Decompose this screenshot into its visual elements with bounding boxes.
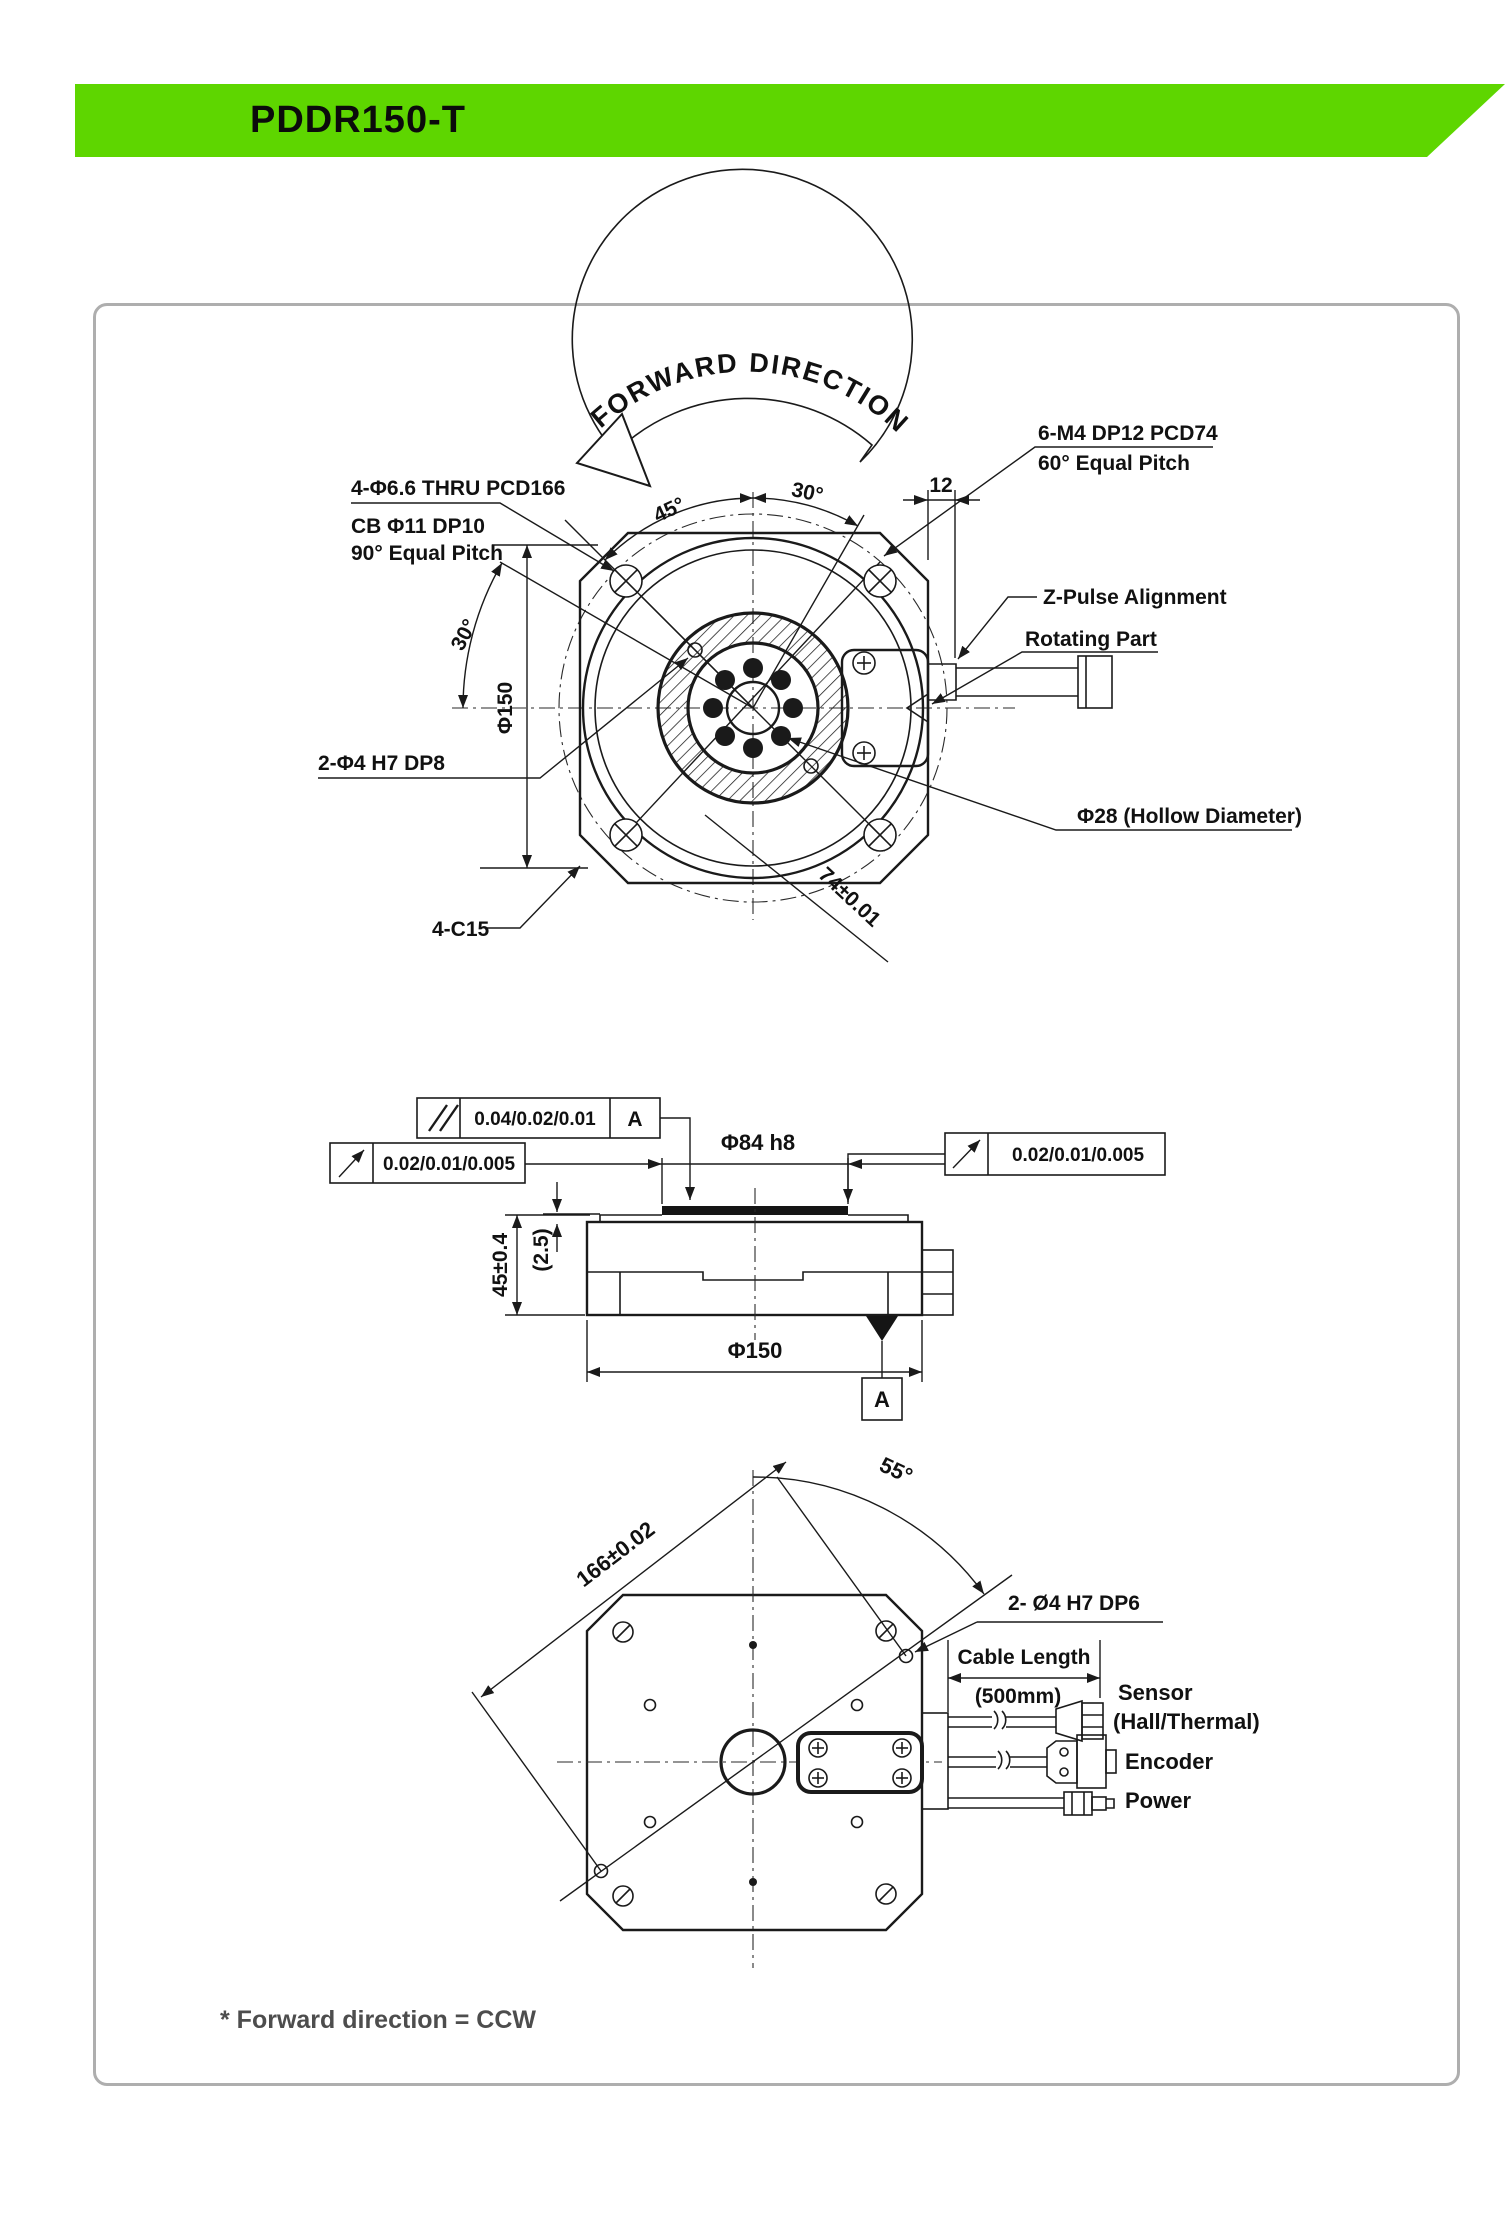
label-thru-hole-2: CB Φ11 DP10 xyxy=(351,515,485,538)
label-offset-12: 12 xyxy=(929,474,952,497)
parallelism-value: 0.04/0.02/0.01 xyxy=(474,1109,596,1130)
runout-left-value: 0.02/0.01/0.005 xyxy=(383,1154,515,1175)
label-thru-hole-3: 90° Equal Pitch xyxy=(351,542,503,565)
title-banner: PDDR150-T xyxy=(75,84,1505,157)
label-dia-150-side: Φ150 xyxy=(728,1338,783,1363)
label-encoder: Encoder xyxy=(1125,1749,1213,1774)
label-height-45: 45±0.4 xyxy=(489,1233,512,1297)
label-pin-bottom: 2- Ø4 H7 DP6 xyxy=(1008,1592,1140,1615)
label-tap-1: 6-M4 DP12 PCD74 xyxy=(1038,422,1218,445)
runout-icon xyxy=(952,1139,981,1169)
label-cable-value: (500mm) xyxy=(975,1685,1061,1708)
hollow-bore xyxy=(725,680,781,736)
parallelism-datum: A xyxy=(627,1108,642,1131)
label-cable-length: Cable Length xyxy=(957,1646,1090,1669)
datum-a-label: A xyxy=(874,1387,890,1412)
rotor-hatch-ring xyxy=(658,613,848,803)
label-chamfer: 4-C15 xyxy=(432,918,490,941)
label-dim-74: 74±0.01 xyxy=(814,863,885,932)
plate-screws xyxy=(808,1738,912,1788)
label-plate-25: (2.5) xyxy=(530,1228,553,1271)
label-sensor: Sensor xyxy=(1118,1680,1193,1705)
label-rotating-part: Rotating Part xyxy=(1025,628,1157,651)
label-power: Power xyxy=(1125,1788,1191,1813)
label-dia-84: Φ84 h8 xyxy=(721,1130,795,1155)
top-view-drawing: FORWARD DIRECTION xyxy=(318,168,1302,963)
forward-direction-label: FORWARD DIRECTION xyxy=(585,348,913,439)
svg-text:FORWARD DIRECTION: FORWARD DIRECTION xyxy=(585,348,915,439)
ccw-arrowhead-icon xyxy=(575,412,652,488)
label-hollow: Φ28 (Hollow Diameter) xyxy=(1077,805,1302,828)
label-dia-150-top: Φ150 xyxy=(494,682,517,734)
label-tap-2: 60° Equal Pitch xyxy=(1038,452,1190,475)
forward-direction-note: * Forward direction = CCW xyxy=(220,2006,537,2034)
label-pin-top: 2-Φ4 H7 DP8 xyxy=(318,752,445,775)
drawing-frame xyxy=(93,303,1460,2086)
label-z-pulse: Z-Pulse Alignment xyxy=(1043,586,1227,609)
runout-icon xyxy=(338,1149,365,1178)
datum-triangle-icon xyxy=(866,1316,898,1341)
label-thru-hole-1: 4-Φ6.6 THRU PCD166 xyxy=(351,477,565,500)
runout-right-value: 0.02/0.01/0.005 xyxy=(1012,1145,1144,1166)
label-angle-55: 55° xyxy=(876,1452,917,1489)
bottom-view-drawing: 55° 166±0.02 2- Ø4 H7 DP6 Cable Length (… xyxy=(471,1452,1260,1968)
label-sensor-sub: (Hall/Thermal) xyxy=(1113,1709,1260,1734)
hub-screws xyxy=(703,658,803,758)
label-dim-166: 166±0.02 xyxy=(571,1516,659,1592)
parallelism-icon xyxy=(428,1104,459,1132)
side-view-drawing: 45±0.4 (2.5) Φ84 h8 0.04/0.02/0.01 A xyxy=(329,1097,1166,1421)
page-title: PDDR150-T xyxy=(250,99,466,141)
label-angle-30-top: 30° xyxy=(789,478,825,507)
corner-screws xyxy=(609,564,897,852)
connector-screws xyxy=(852,651,876,765)
